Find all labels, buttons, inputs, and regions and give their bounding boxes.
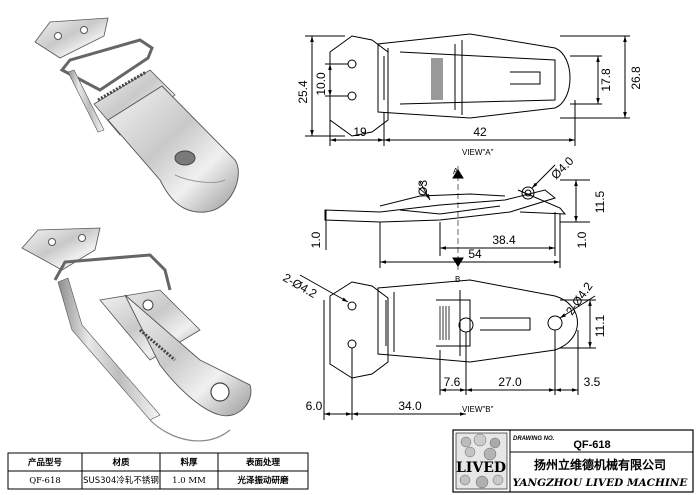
view-a-label: VIEW"A" (462, 148, 494, 157)
company-logo: LIVED (455, 432, 508, 490)
value-material: SUS304冷轧不锈钢 (83, 475, 159, 486)
dim-1-0-left: 1.0 (309, 231, 323, 248)
dim-7-6: 7.6 (444, 375, 461, 389)
company-name-en: YANGZHOU LIVED MACHINE (513, 477, 689, 489)
dim-27-0: 27.0 (498, 375, 522, 389)
value-thickness: 1.0 MM (172, 476, 206, 486)
dim-3-5: 3.5 (584, 375, 601, 389)
company-name-cn: 扬州立维德机械有限公司 (534, 457, 666, 472)
dim-11-1: 11.1 (593, 314, 607, 337)
dim-25-4: 25.4 (296, 80, 310, 104)
section-b-marker: B (455, 275, 460, 284)
iso-render-open (21, 227, 252, 442)
dim-38-4: 38.4 (492, 233, 516, 247)
bottom-view-spring (439, 306, 450, 340)
dim-19: 19 (353, 125, 367, 139)
dim-1-0-right: 1.0 (575, 231, 589, 248)
dim-11-5: 11.5 (593, 190, 607, 213)
title-block: LIVED DRAWING NO. QF-618 扬州立维德机械有限公司 YAN… (452, 429, 694, 493)
dim-phi-3: Ø3 (416, 180, 430, 196)
header-material: 材质 (111, 457, 130, 468)
header-thickness: 料厚 (180, 457, 198, 468)
dim-42: 42 (473, 125, 487, 139)
iso-render-closed (34, 17, 239, 213)
dim-phi-4: Ø4.0 (548, 154, 577, 183)
logo-text: LIVED (456, 460, 506, 476)
top-view-dimension-labels: 25.4 10.0 17.8 26.8 19 42 VIEW"A" (296, 66, 643, 157)
dim-54: 54 (468, 247, 482, 261)
top-view (305, 33, 630, 146)
drawing-no-value: QF-618 (573, 439, 610, 451)
dim-10-0: 10.0 (314, 72, 328, 96)
side-view (324, 164, 590, 270)
dim-34-0: 34.0 (398, 399, 422, 413)
drawing-no-label: DRAWING NO. (513, 436, 555, 442)
value-surface: 光泽振动研磨 (236, 475, 289, 486)
dim-26-8: 26.8 (629, 66, 643, 90)
value-model: QF-618 (29, 476, 61, 486)
dim-17-8: 17.8 (599, 68, 613, 92)
header-model: 产品型号 (28, 457, 63, 468)
view-b-label: VIEW"B" (462, 405, 494, 414)
header-surface: 表面处理 (245, 457, 281, 468)
top-view-spring (431, 58, 443, 100)
section-a-marker: A (453, 167, 459, 176)
dim-6-0: 6.0 (306, 399, 323, 413)
bottom-view (299, 274, 596, 420)
spec-table: 产品型号 材质 料厚 表面处理 QF-618 SUS304冷轧不锈钢 1.0 M… (7, 452, 309, 490)
